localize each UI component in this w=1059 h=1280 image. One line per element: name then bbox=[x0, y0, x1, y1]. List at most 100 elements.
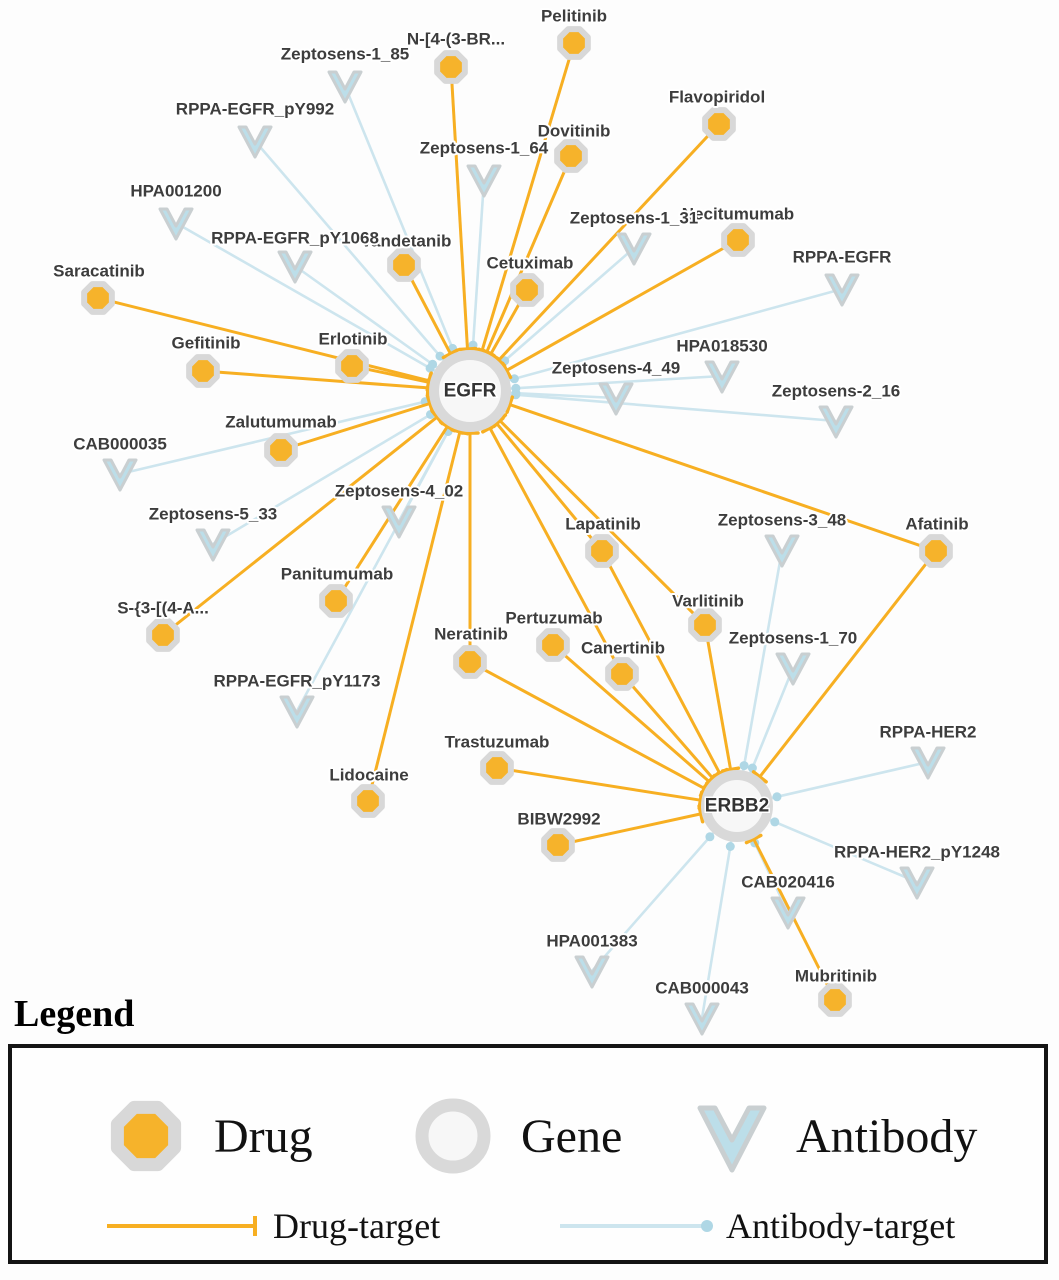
drug-target-edge bbox=[600, 550, 722, 775]
drug-target-edge-label: Drug-target bbox=[273, 1206, 441, 1246]
antibody-node-rppa-egfr-py1173[interactable] bbox=[279, 695, 315, 729]
nodes-layer bbox=[81, 26, 953, 1036]
antibody-node-zeptosens-4-02[interactable] bbox=[381, 505, 417, 539]
antibody-target-edge bbox=[119, 389, 471, 476]
drug-label-dovitinib: Dovitinib bbox=[538, 122, 611, 141]
drug-node-varlitinib[interactable] bbox=[688, 608, 722, 642]
drug-label-lidocaine: Lidocaine bbox=[329, 766, 408, 785]
drug-node-bibw2992[interactable] bbox=[541, 828, 575, 862]
antibody-node-zeptosens-1-64[interactable] bbox=[466, 164, 502, 198]
antibody-node-rppa-egfr-py1068[interactable] bbox=[277, 250, 313, 284]
drug-edge-tee bbox=[720, 766, 741, 773]
drug-node-n-4-3-br[interactable] bbox=[434, 50, 468, 84]
antibody-node-zeptosens-3-48[interactable] bbox=[764, 534, 800, 568]
drug-target-edge-sample bbox=[107, 1215, 257, 1237]
drug-node-lapatinib[interactable] bbox=[585, 534, 619, 568]
drug-edge-tee bbox=[457, 346, 478, 352]
drug-label-cetuximab: Cetuximab bbox=[487, 254, 574, 273]
drug-label-trastuzumab: Trastuzumab bbox=[445, 733, 550, 752]
legend-edge-drug-target: Drug-target bbox=[107, 1204, 440, 1248]
gene-label-erbb2: ERBB2 bbox=[705, 796, 769, 817]
drug-legend-icon bbox=[110, 1100, 182, 1172]
drug-target-edge bbox=[480, 42, 576, 352]
antibody-node-rppa-her2[interactable] bbox=[910, 746, 946, 780]
gene-node-erbb2[interactable] bbox=[701, 770, 773, 842]
drug-label-varlitinib: Varlitinib bbox=[672, 592, 744, 611]
drug-node-mubritinib[interactable] bbox=[818, 983, 852, 1017]
antibody-legend-label: Antibody bbox=[796, 1109, 978, 1163]
antibody-target-edge-label: Antibody-target bbox=[726, 1206, 956, 1246]
drug-node-lidocaine[interactable] bbox=[351, 784, 385, 818]
antibody-label-zeptosens-3-48: Zeptosens-3_48 bbox=[718, 511, 847, 530]
antibody-target-edge-line bbox=[560, 1224, 710, 1228]
drug-target-edge bbox=[366, 431, 462, 802]
antibody-node-cab000043[interactable] bbox=[684, 1002, 720, 1036]
drug-node-dovitinib[interactable] bbox=[554, 139, 588, 173]
antibody-edge-endpoint-dot bbox=[739, 761, 749, 771]
drug-node-vandetanib[interactable] bbox=[387, 248, 421, 282]
drug-target-edge bbox=[488, 427, 624, 675]
drug-node-trastuzumab[interactable] bbox=[480, 751, 514, 785]
drug-label-canertinib: Canertinib bbox=[581, 639, 665, 658]
antibody-target-edge bbox=[469, 389, 837, 423]
gene-legend-label: Gene bbox=[521, 1109, 623, 1163]
antibody-node-zeptosens-2-16[interactable] bbox=[818, 405, 854, 439]
drug-legend-label: Drug bbox=[214, 1109, 313, 1163]
antibody-node-zeptosens-5-33[interactable] bbox=[195, 528, 231, 562]
drug-node-pertuzumab[interactable] bbox=[536, 628, 570, 662]
antibody-label-zeptosens-4-02: Zeptosens-4_02 bbox=[335, 482, 464, 501]
antibody-node-rppa-egfr-py992[interactable] bbox=[237, 125, 273, 159]
gene-node-egfr[interactable] bbox=[429, 350, 511, 432]
drug-edge-tee bbox=[751, 770, 768, 784]
drug-target-edge bbox=[97, 296, 430, 383]
drug-node-necitumumab[interactable] bbox=[721, 223, 755, 257]
drug-label-vandetanib: Vandetanib bbox=[361, 232, 452, 251]
drug-node-saracatinib[interactable] bbox=[81, 281, 115, 315]
drug-label-n-4-3-br: N-[4-(3-BR... bbox=[407, 30, 505, 49]
drug-node-canertinib[interactable] bbox=[605, 657, 639, 691]
legend-item-drug: Drug bbox=[100, 1090, 313, 1182]
antibody-node-cab020416[interactable] bbox=[770, 896, 806, 930]
antibody-edge-endpoint-dot bbox=[747, 763, 757, 773]
antibody-node-hpa001383[interactable] bbox=[574, 955, 610, 989]
drug-node-erlotinib[interactable] bbox=[335, 349, 369, 383]
legend-item-gene: Gene bbox=[407, 1090, 622, 1182]
antibody-label-rppa-egfr-py1068: RPPA-EGFR_pY1068 bbox=[211, 229, 379, 248]
drug-node-afatinib[interactable] bbox=[919, 534, 953, 568]
drug-node-cetuximab[interactable] bbox=[510, 273, 544, 307]
drug-label-panitumumab: Panitumumab bbox=[281, 565, 393, 584]
antibody-target-edge bbox=[469, 287, 843, 393]
drug-node-neratinib[interactable] bbox=[453, 645, 487, 679]
antibody-label-zeptosens-1-70: Zeptosens-1_70 bbox=[729, 629, 858, 648]
drug-edge-tee bbox=[481, 422, 499, 434]
drug-label-saracatinib: Saracatinib bbox=[53, 262, 145, 281]
antibody-label-hpa001200: HPA001200 bbox=[130, 182, 221, 201]
drug-edge-tee bbox=[702, 773, 717, 790]
antibody-label-rppa-egfr-py992: RPPA-EGFR_pY992 bbox=[176, 100, 334, 119]
drug-node-s-3-4-a[interactable] bbox=[146, 618, 180, 652]
drug-target-edge bbox=[202, 369, 429, 390]
drug-target-edge bbox=[552, 643, 711, 783]
antibody-node-zeptosens-1-85[interactable] bbox=[327, 70, 363, 104]
antibody-node-rppa-her2-py1248[interactable] bbox=[899, 866, 935, 900]
antibody-node-zeptosens-1-31[interactable] bbox=[616, 232, 652, 266]
antibody-label-rppa-her2-py1248: RPPA-HER2_pY1248 bbox=[834, 843, 1000, 862]
antibody-node-rppa-egfr[interactable] bbox=[824, 273, 860, 307]
antibody-node-hpa001200[interactable] bbox=[158, 207, 194, 241]
antibody-label-rppa-her2: RPPA-HER2 bbox=[880, 723, 977, 742]
drug-target-edge bbox=[495, 422, 604, 552]
drug-node-pelitinib[interactable] bbox=[557, 26, 591, 60]
drug-node-gefitinib[interactable] bbox=[186, 354, 220, 388]
antibody-node-hpa018530[interactable] bbox=[704, 360, 740, 394]
drug-label-s-3-4-a: S-{3-[(4-A... bbox=[117, 599, 209, 618]
drug-node-zalutumumab[interactable] bbox=[264, 433, 298, 467]
antibody-label-hpa018530: HPA018530 bbox=[676, 337, 767, 356]
antibody-node-zeptosens-4-49[interactable] bbox=[598, 382, 634, 416]
antibody-node-zeptosens-1-70[interactable] bbox=[775, 652, 811, 686]
antibody-node-cab000035[interactable] bbox=[102, 458, 138, 492]
drug-node-flavopiridol[interactable] bbox=[702, 107, 736, 141]
drug-edge-tee bbox=[500, 361, 513, 380]
drug-node-panitumumab[interactable] bbox=[319, 584, 353, 618]
